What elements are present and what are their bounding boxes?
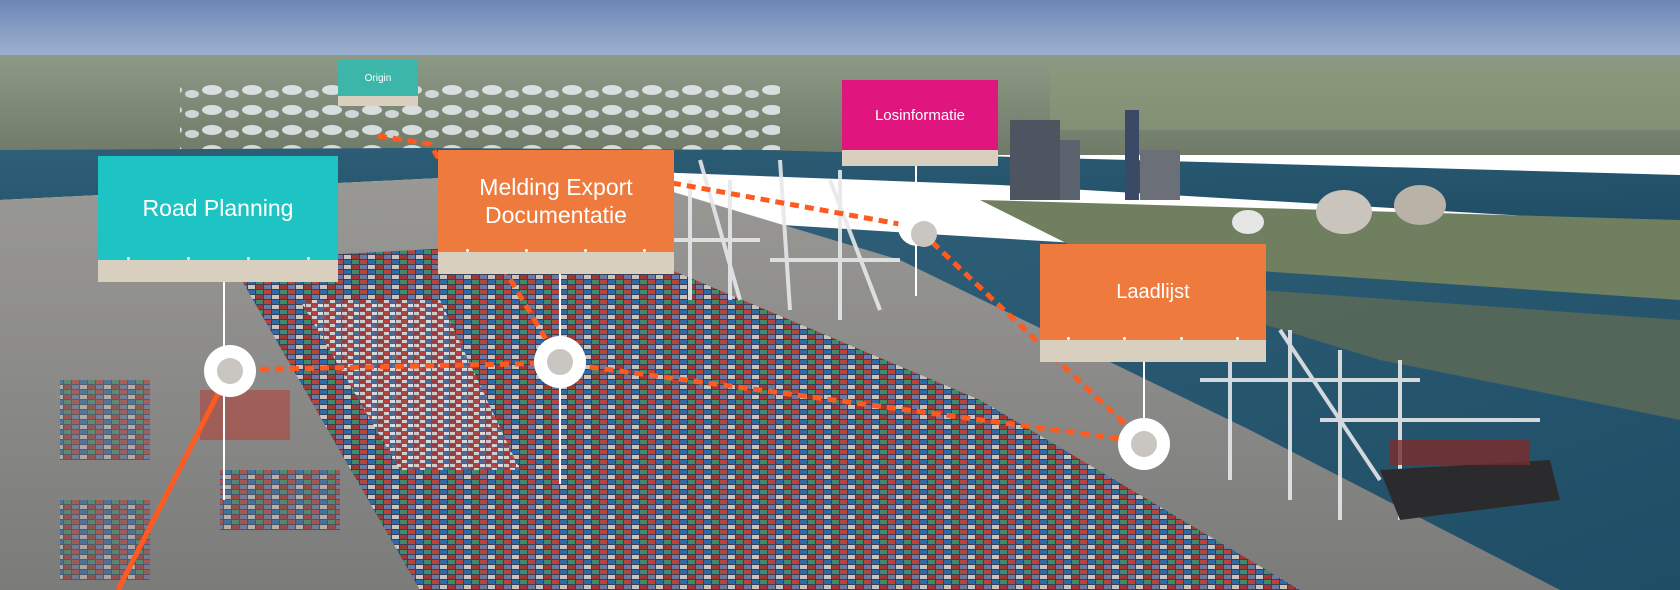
- laadlijst-stem: [1143, 362, 1145, 442]
- melding-export-line1: Melding Export: [479, 174, 633, 200]
- laadlijst-dots: [1040, 336, 1266, 340]
- losinformatie-text: Losinformatie: [874, 106, 966, 124]
- melding-export-label[interactable]: Melding Export Documentatie: [438, 150, 674, 484]
- laadlijst-label[interactable]: Laadlijst: [1040, 244, 1266, 442]
- melding-export-line2: Documentatie: [485, 202, 627, 228]
- losinformatie-location-marker[interactable]: [898, 208, 937, 247]
- road-planning-text: Road Planning: [142, 194, 294, 221]
- road-planning-label[interactable]: Road Planning: [98, 156, 338, 500]
- laadlijst-base: [1040, 340, 1266, 362]
- laadlijst-face: Laadlijst: [1040, 244, 1266, 340]
- road-planning-dots: [98, 256, 338, 260]
- melding-export-base: [438, 252, 674, 274]
- melding-export-face: Melding Export Documentatie: [438, 150, 674, 252]
- losinformatie-base: [842, 150, 998, 166]
- origin-tag-base: [338, 96, 418, 106]
- road-planning-location-marker[interactable]: [204, 345, 256, 397]
- melding-export-location-marker[interactable]: [534, 336, 586, 388]
- melding-export-dots: [438, 248, 674, 252]
- laadlijst-text: Laadlijst: [1116, 280, 1190, 303]
- origin-tag-text: Origin: [364, 72, 392, 84]
- road-planning-base: [98, 260, 338, 282]
- origin-tag[interactable]: Origin: [338, 60, 418, 106]
- origin-tag-face: Origin: [338, 60, 418, 96]
- laadlijst-location-marker[interactable]: [1118, 418, 1170, 470]
- losinformatie-face: Losinformatie: [842, 80, 998, 150]
- road-planning-face: Road Planning: [98, 156, 338, 260]
- losinformatie-label[interactable]: Losinformatie: [842, 80, 998, 296]
